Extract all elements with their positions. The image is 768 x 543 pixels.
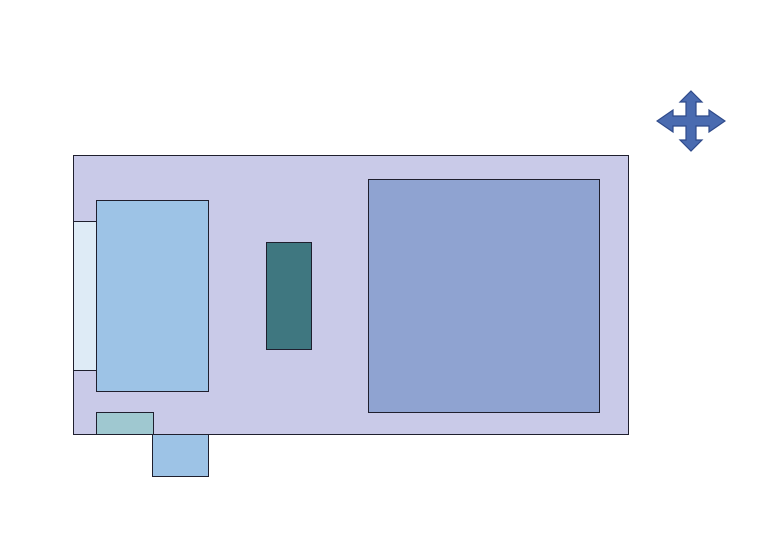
left-tab[interactable] — [73, 221, 97, 371]
bottom-tab[interactable] — [152, 434, 209, 477]
move-arrows-icon[interactable] — [656, 90, 726, 152]
small-teal-block[interactable] — [96, 412, 154, 435]
right-block[interactable] — [368, 179, 600, 413]
left-block[interactable] — [96, 200, 209, 392]
center-chip[interactable] — [266, 242, 312, 350]
